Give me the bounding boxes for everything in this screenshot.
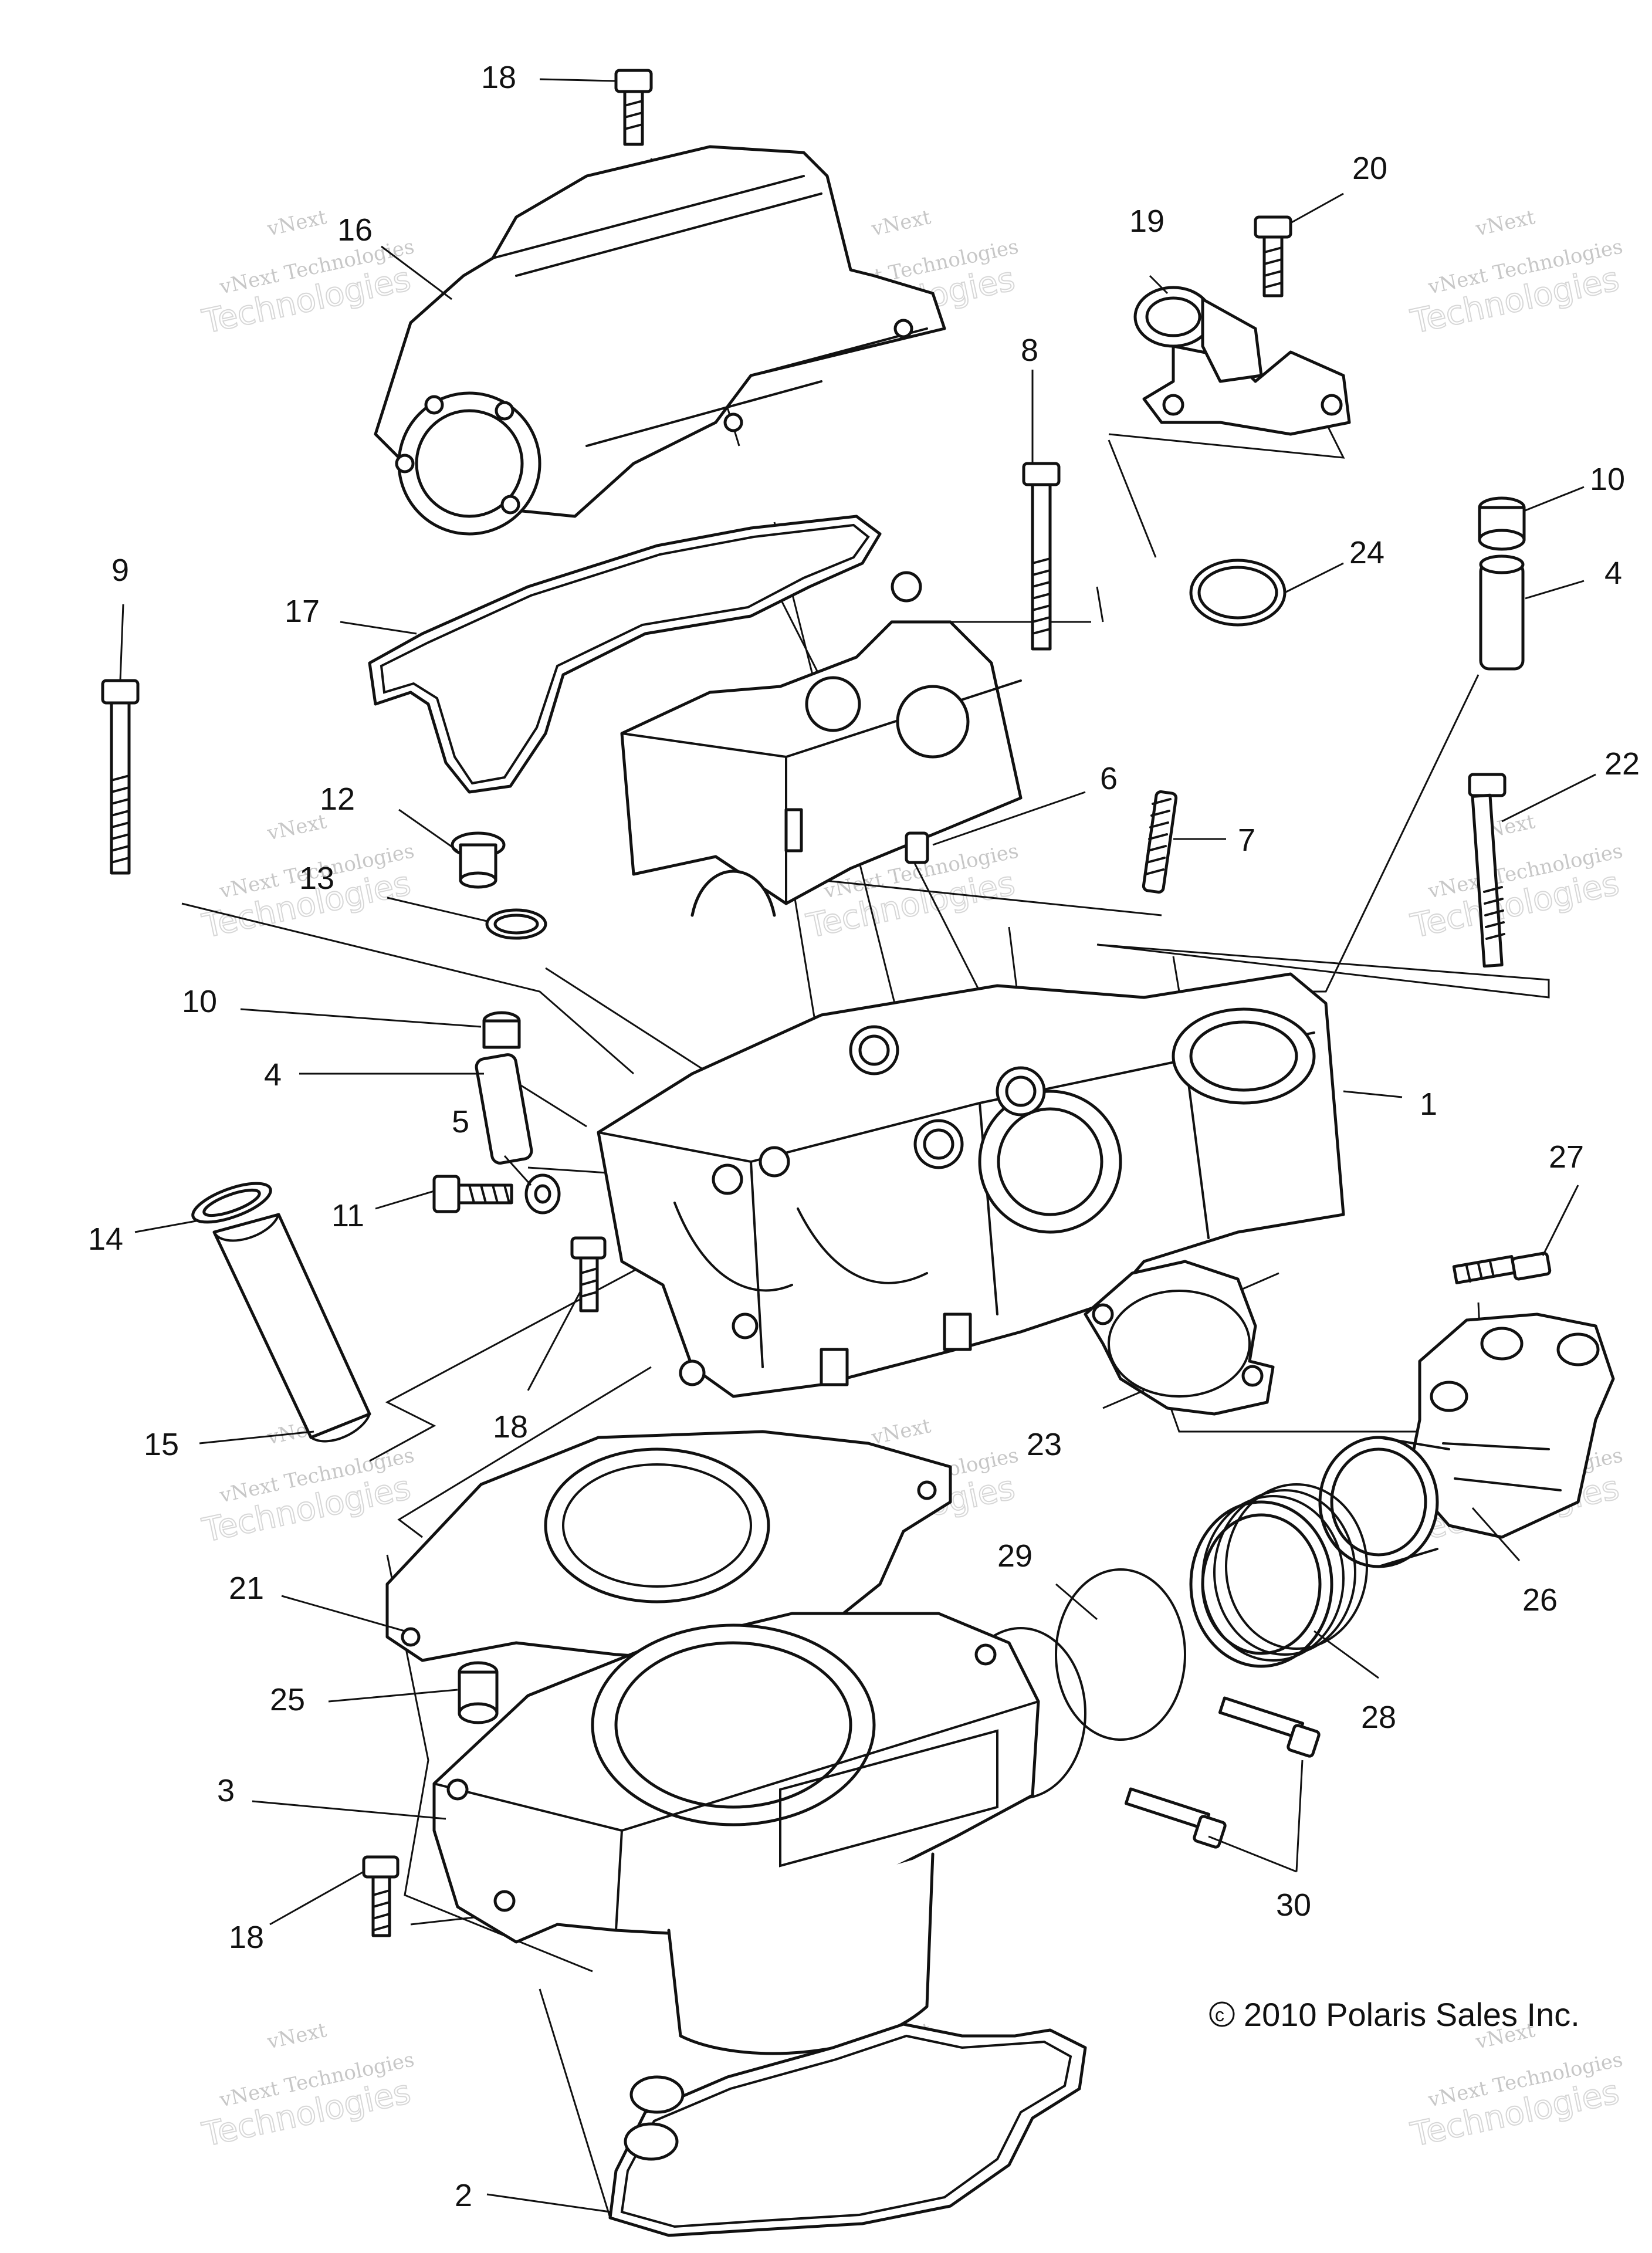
valve-seal-10-left	[482, 1011, 521, 1049]
guide-line	[386, 1554, 593, 1973]
callout-10-right: 10	[1590, 462, 1625, 497]
watermark-line: vNext	[1473, 205, 1537, 241]
callout-12: 12	[320, 782, 355, 817]
callout-20: 20	[1352, 151, 1387, 186]
check-ball	[891, 571, 922, 603]
copyright-text: 2010 Polaris Sales Inc.	[1244, 1996, 1580, 2033]
piston-26-front	[1318, 1436, 1450, 1568]
tube-15	[212, 1213, 371, 1443]
callout-30: 30	[1276, 1887, 1311, 1923]
bolt-8	[1022, 462, 1061, 651]
callout-8: 8	[1021, 333, 1038, 368]
callout-16: 16	[337, 212, 373, 248]
stud-7	[1142, 790, 1178, 894]
head-gasket-21	[385, 1430, 952, 1662]
callout-13: 13	[299, 861, 334, 896]
bolt-18-top	[614, 69, 653, 146]
guide-line	[933, 586, 1104, 623]
guide-line	[1108, 439, 1157, 558]
valve-seal-10-right	[1478, 496, 1526, 551]
callout-4-right: 4	[1604, 556, 1622, 591]
o-ring-13	[485, 908, 547, 940]
o-ring-24	[1189, 559, 1287, 627]
bolt-11	[432, 1175, 513, 1213]
guide-line	[397, 1366, 652, 1538]
callout-9: 9	[111, 553, 129, 588]
valve-cover-16	[374, 145, 946, 536]
bolt-18-bottom	[362, 1855, 400, 1937]
callout-5: 5	[452, 1104, 469, 1139]
valve-guide-4-right	[1479, 554, 1525, 671]
callout-27: 27	[1549, 1139, 1584, 1175]
guide-line	[527, 1166, 617, 1175]
copyright-notice: c 2010 Polaris Sales Inc.	[1209, 1996, 1580, 2033]
o-ring-14	[191, 1182, 272, 1224]
cylinder-3	[432, 1612, 1040, 2055]
watermark-top-left: vNext vNext Technologies Technologies	[198, 205, 416, 342]
washer-5	[524, 1173, 561, 1215]
dowel-25	[458, 1661, 499, 1724]
bolt-9	[101, 679, 140, 875]
callout-21: 21	[229, 1571, 264, 1606]
bolt-22	[1468, 773, 1507, 968]
watermark-bottom-left: vNext vNext Technologies Technologies	[198, 2018, 416, 2155]
watermark-line: vNext	[265, 2018, 329, 2054]
housing-26	[1406, 1312, 1615, 1539]
callout-14: 14	[88, 1222, 123, 1257]
copyright-symbol: c	[1215, 2004, 1224, 2025]
callout-17: 17	[285, 594, 320, 629]
guide-line	[539, 1988, 611, 2218]
guide-line	[369, 1260, 652, 1462]
watermark-line: vNext	[265, 205, 329, 241]
callout-4-left: 4	[264, 1057, 282, 1092]
gasket-17	[368, 515, 882, 794]
callout-22: 22	[1604, 746, 1640, 782]
callout-15: 15	[144, 1427, 179, 1462]
gasket-23	[1084, 1260, 1275, 1416]
piston-rings-28	[1189, 1483, 1368, 1668]
callout-1: 1	[1420, 1087, 1437, 1122]
callouts: 18 16 19 20 8 10 24 4 9 17 6 22 7 12 13 …	[88, 60, 1640, 2213]
callout-2: 2	[455, 2178, 472, 2213]
guide-line	[181, 902, 634, 1075]
watermark-top-right: vNext vNext Technologies Technologies	[1407, 205, 1624, 342]
valve-guide-4-left	[475, 1053, 533, 1165]
plug-12	[451, 831, 506, 889]
base-gasket-2	[608, 2022, 1087, 2237]
bolts-30	[1124, 1696, 1321, 1849]
cylinder-head-1	[597, 972, 1345, 1398]
parts	[101, 69, 1615, 2237]
bolt-27	[1452, 1251, 1552, 1284]
watermark-line: vNext	[869, 1414, 933, 1450]
copyright-circle	[1209, 2001, 1235, 2027]
callout-18-bottom: 18	[229, 1920, 264, 1955]
callout-24: 24	[1349, 535, 1384, 570]
callout-28: 28	[1361, 1700, 1396, 1735]
callout-3: 3	[217, 1773, 235, 1808]
callout-29: 29	[997, 1538, 1032, 1574]
dowel-pin-6	[905, 831, 929, 864]
bolt-20	[1254, 215, 1292, 297]
bolt-18-middle	[570, 1236, 607, 1312]
callout-11: 11	[331, 1198, 364, 1233]
guide-line	[545, 967, 710, 1075]
callout-6: 6	[1100, 761, 1118, 796]
guide-line	[1172, 674, 1480, 993]
callout-7: 7	[1238, 823, 1255, 858]
thermostat-housing-19	[1133, 286, 1351, 436]
guide-line	[1096, 943, 1550, 999]
callout-18-middle: 18	[493, 1409, 528, 1445]
callout-19: 19	[1129, 204, 1164, 239]
callout-18-top: 18	[481, 60, 516, 95]
callout-leaders	[119, 78, 1596, 2213]
callout-23: 23	[1027, 1427, 1062, 1462]
watermark-line: vNext	[869, 205, 933, 241]
callout-25: 25	[270, 1682, 305, 1717]
callout-26: 26	[1522, 1582, 1558, 1618]
callout-10-left: 10	[182, 984, 217, 1019]
